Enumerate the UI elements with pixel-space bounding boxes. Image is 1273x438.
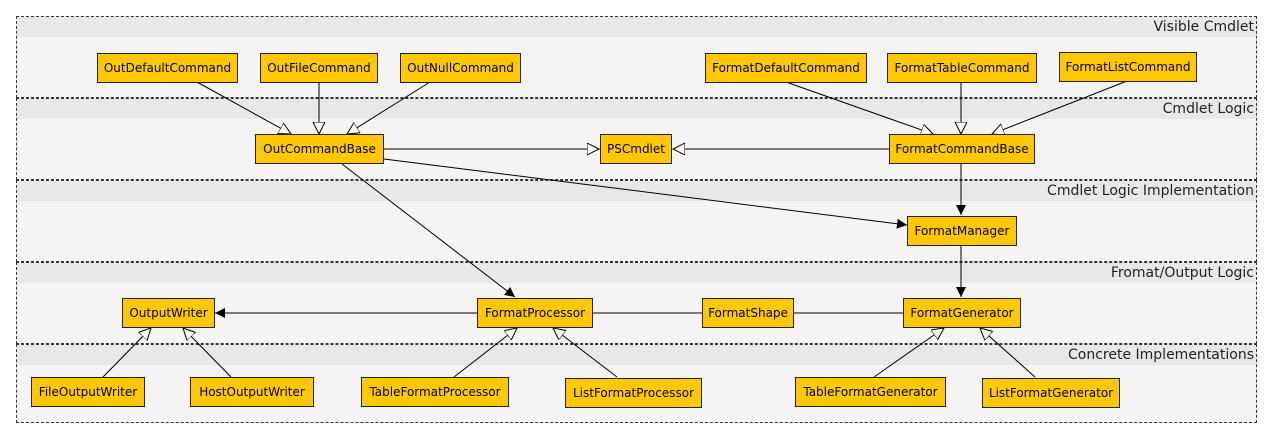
layer-header <box>17 17 1256 37</box>
node-format-list-command: FormatListCommand <box>1059 52 1197 82</box>
layer-label-format-output-logic: Fromat/Output Logic <box>1110 265 1254 281</box>
node-format-default-command: FormatDefaultCommand <box>705 53 867 83</box>
node-table-format-processor: TableFormatProcessor <box>361 377 509 407</box>
node-format-shape: FormatShape <box>702 298 794 328</box>
layer-header <box>17 345 1256 365</box>
layer-label-visible-cmdlet: Visible Cmdlet <box>1153 19 1254 35</box>
node-ps-cmdlet: PSCmdlet <box>600 134 672 164</box>
layer-format-output-logic: Fromat/Output Logic <box>16 262 1257 344</box>
node-list-format-generator: ListFormatGenerator <box>982 378 1120 408</box>
layer-header <box>17 99 1256 119</box>
node-format-manager: FormatManager <box>907 216 1017 246</box>
node-table-format-generator: TableFormatGenerator <box>795 377 946 407</box>
layer-cmdlet-logic-implementation: Cmdlet Logic Implementation <box>16 180 1257 262</box>
layer-header <box>17 263 1256 283</box>
edge-outnull-to-outcommandbase <box>347 81 431 134</box>
edge-listformatgenerator-to-formatgenerator <box>980 328 1036 378</box>
edge-outcommandbase-to-formatprocessor <box>341 163 516 298</box>
edge-formatdefault-to-formatcommandbase <box>785 81 933 134</box>
edge-tableformatprocessor-to-formatprocessor <box>453 328 517 378</box>
node-out-default-command: OutDefaultCommand <box>97 53 238 83</box>
layer-label-cmdlet-logic: Cmdlet Logic <box>1162 101 1254 117</box>
edge-tableformatgenerator-to-formatgenerator <box>873 328 944 378</box>
node-file-output-writer: FileOutputWriter <box>31 377 145 407</box>
layer-label-concrete-implementations: Concrete Implementations <box>1068 347 1254 363</box>
node-format-command-base: FormatCommandBase <box>889 134 1035 164</box>
node-format-generator: FormatGenerator <box>903 298 1021 328</box>
node-host-output-writer: HostOutputWriter <box>190 377 314 407</box>
node-format-processor: FormatProcessor <box>477 298 593 328</box>
edge-formatlist-to-formatcommandbase <box>992 80 1128 134</box>
edge-fileoutputwriter-to-outputwriter <box>102 328 151 378</box>
node-out-file-command: OutFileCommand <box>260 53 378 83</box>
node-out-null-command: OutNullCommand <box>400 53 521 83</box>
edge-outdefault-to-outcommandbase <box>196 81 291 134</box>
node-format-table-command: FormatTableCommand <box>887 53 1037 83</box>
layer-label-cmdlet-logic-implementation: Cmdlet Logic Implementation <box>1047 183 1254 199</box>
edge-hostoutputwriter-to-outputwriter <box>183 328 232 378</box>
node-list-format-processor: ListFormatProcessor <box>565 378 702 408</box>
edge-outcommandbase-to-formatmanager <box>383 158 908 229</box>
node-out-command-base: OutCommandBase <box>255 134 384 164</box>
edge-listformatprocessor-to-formatprocessor <box>553 328 618 378</box>
node-output-writer: OutputWriter <box>122 298 215 328</box>
